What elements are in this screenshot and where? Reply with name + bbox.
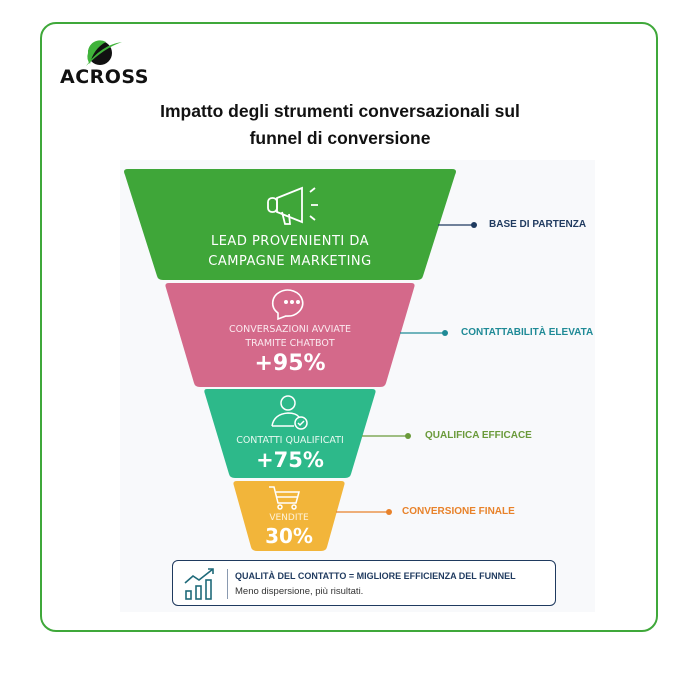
stage-2-label-line1: CONVERSAZIONI AVVIATE [229, 324, 351, 335]
side-label-4: CONVERSIONE FINALE [402, 506, 515, 517]
stage-4-label: VENDITE 30% [239, 512, 339, 548]
connector-dot-4 [386, 509, 392, 515]
stage-3-value: +75% [256, 448, 324, 472]
across-logo-icon [86, 40, 122, 66]
title-line-1: Impatto degli strumenti conversazionali … [160, 101, 520, 121]
stage-1-label-line2: CAMPAGNE MARKETING [208, 254, 372, 269]
connector-dot-1 [471, 222, 477, 228]
logo-text: ACROSS [60, 66, 149, 88]
funnel-stage-3 [204, 389, 376, 478]
title-line-2: funnel di conversione [249, 128, 431, 148]
chat-bubble-icon [271, 289, 304, 321]
summary-subtext: Meno dispersione, più risultati. [235, 586, 364, 597]
connector-dot-3 [405, 433, 411, 439]
summary-headline: QUALITÀ DEL CONTATTO = MIGLIORE EFFICIEN… [235, 571, 516, 581]
cart-icon [269, 486, 300, 510]
stage-4-label-line1: VENDITE [269, 513, 309, 523]
funnel-stage-4 [233, 481, 345, 551]
connector-dot-2 [442, 330, 448, 336]
side-label-2: CONTATTABILITÀ ELEVATA [461, 327, 594, 338]
summary-text: QUALITÀ DEL CONTATTO = MIGLIORE EFFICIEN… [235, 561, 549, 605]
stage-2-value: +95% [254, 351, 326, 376]
stage-4-value: 30% [265, 524, 313, 548]
user-check-icon [271, 395, 308, 430]
funnel-stage-2 [165, 283, 415, 387]
stage-1-label: LEAD PROVENIENTI DA CAMPAGNE MARKETING [170, 232, 410, 272]
stage-3-label-line1: CONTATTI QUALIFICATI [236, 435, 344, 446]
stage-1-label-line1: LEAD PROVENIENTI DA [210, 234, 370, 249]
side-label-3: QUALIFICA EFFICACE [425, 430, 532, 441]
stage-3-label: CONTATTI QUALIFICATI +75% [210, 434, 370, 473]
growth-chart-icon [184, 568, 214, 600]
summary-divider [227, 569, 228, 599]
stage-2-label: CONVERSAZIONI AVVIATE TRAMITE CHATBOT +9… [190, 323, 390, 377]
side-label-1: BASE DI PARTENZA [489, 219, 587, 230]
stage-2-label-line2: TRAMITE CHATBOT [245, 338, 335, 349]
page-title: Impatto degli strumenti conversazionali … [120, 98, 560, 152]
summary-box: QUALITÀ DEL CONTATTO = MIGLIORE EFFICIEN… [172, 560, 556, 606]
megaphone-icon [267, 186, 318, 225]
